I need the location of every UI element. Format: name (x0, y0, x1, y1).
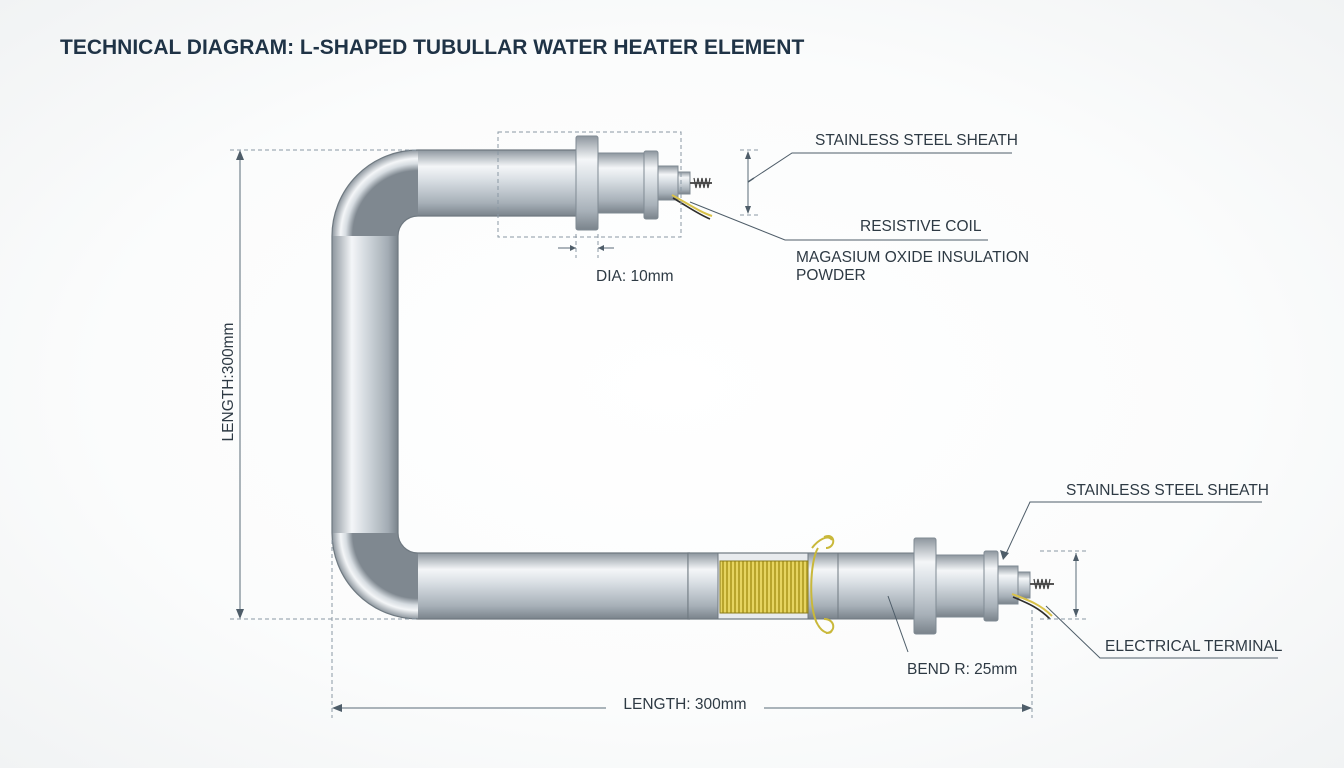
bottom-tube-section (418, 553, 690, 619)
top-terminal-body (657, 165, 679, 201)
bottom-bend (332, 533, 418, 619)
top-fitting (575, 135, 713, 231)
tube-outline (331, 149, 690, 620)
bottom-cutaway (687, 535, 915, 634)
vertical-tube-section (332, 236, 398, 533)
cutaway-left-collar (687, 552, 719, 620)
bottom-fitting (913, 537, 1054, 635)
diagram-title: TECHNICAL DIAGRAM: L-SHAPED TUBULLAR WAT… (60, 36, 804, 59)
label-diameter: DIA: 10mm (596, 268, 674, 285)
leader-sheath-bottom (1003, 501, 1262, 559)
dimension-lines (230, 149, 1086, 718)
bottom-fitting-body (935, 554, 985, 618)
top-wire-yellow (671, 194, 713, 217)
bottom-flange (913, 537, 937, 635)
bottom-thread-icon (1033, 578, 1051, 590)
label-length-horizontal: LENGTH: 300mm (623, 696, 746, 713)
bottom-wire-dark (1012, 596, 1051, 620)
label-length-vertical: LENGTH:300mm (220, 323, 237, 442)
label-mgo-line2: POWDER (796, 267, 866, 284)
heater-tube (331, 149, 690, 620)
leader-sheath-top-tip (747, 177, 755, 183)
bottom-nut (983, 550, 999, 622)
label-resistive-coil: RESISTIVE COIL (860, 218, 982, 235)
leader-sheath-bottom-arrow (1000, 550, 1009, 560)
dia-arrows (570, 245, 604, 251)
top-terminal-cap (677, 171, 691, 195)
resistive-coil (719, 560, 809, 614)
top-fitting-body (597, 152, 645, 214)
top-wire-dark (672, 197, 711, 220)
leader-sheath-top (753, 152, 1012, 179)
label-electrical-terminal: ELECTRICAL TERMINAL (1105, 638, 1283, 655)
label-bend-radius: BEND R: 25mm (907, 661, 1017, 678)
label-sheath-top: STAINLESS STEEL SHEATH (815, 132, 1018, 149)
leader-lines (689, 152, 1278, 659)
top-bend (332, 150, 418, 236)
top-detail-box (497, 131, 682, 238)
bottom-terminal-cap (1017, 571, 1031, 599)
top-thread-icon (693, 177, 711, 189)
coil-wire-lead (810, 547, 819, 626)
leader-resistive-coil (689, 201, 988, 241)
top-nut (643, 150, 659, 220)
leader-bend-radius (887, 595, 909, 653)
coil-wire-loop (811, 535, 835, 634)
bottom-wire-yellow (1011, 593, 1053, 617)
bottom-tube-end (837, 552, 915, 620)
top-flange (575, 135, 599, 231)
label-sheath-bottom: STAINLESS STEEL SHEATH (1066, 482, 1269, 499)
label-mgo-line1: MAGASIUM OXIDE INSULATION (796, 249, 1029, 266)
leader-electrical-terminal (1045, 605, 1278, 659)
